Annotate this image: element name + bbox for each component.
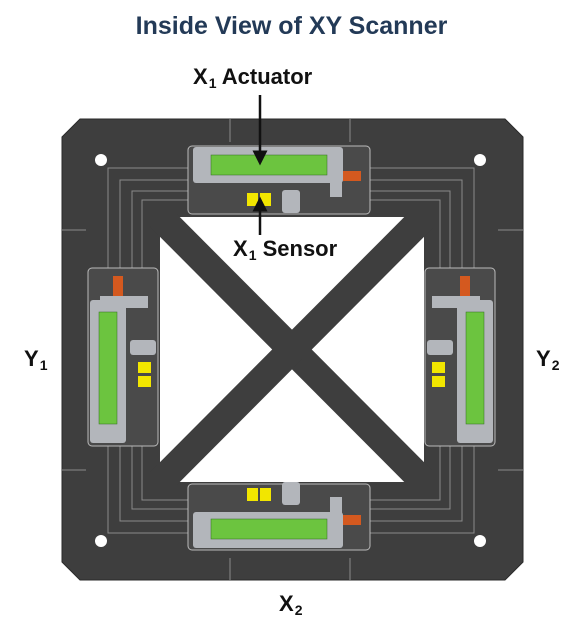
y2-sensor-head bbox=[427, 340, 453, 355]
mount-hole-top-right bbox=[474, 154, 486, 166]
y1-actuator-coil bbox=[113, 276, 123, 296]
y1-sensor-yellow-a bbox=[138, 362, 151, 373]
x1-sensor-yellow-a bbox=[247, 193, 258, 206]
x2-actuator-assembly bbox=[187, 482, 371, 551]
diagram-title: Inside View of XY Scanner bbox=[135, 12, 448, 40]
y1-actuator-piezo bbox=[98, 311, 118, 425]
x2-actuator-piezo bbox=[210, 518, 328, 540]
mount-hole-bottom-right bbox=[474, 535, 486, 547]
x1-actuator-coil bbox=[343, 171, 361, 181]
x1-sensor-head bbox=[282, 190, 300, 213]
x1-actuator-piezo bbox=[210, 154, 328, 176]
y2-label: Y2 bbox=[536, 346, 560, 373]
y1-sensor-yellow-b bbox=[138, 376, 151, 387]
y2-actuator-piezo bbox=[465, 311, 485, 425]
x2-sensor-yellow-b bbox=[260, 488, 271, 501]
x2-label: X2 bbox=[279, 591, 303, 618]
y2-sensor-yellow-a bbox=[432, 362, 445, 373]
x1-sensor-label: X1 Sensor bbox=[233, 236, 338, 263]
x-cross-flexure bbox=[150, 207, 434, 492]
x1-actuator-label: X1 Actuator bbox=[193, 64, 313, 91]
y2-actuator-coil bbox=[460, 276, 470, 296]
y1-label: Y1 bbox=[24, 346, 48, 373]
x2-sensor-head bbox=[282, 482, 300, 505]
x2-actuator-coil bbox=[343, 515, 361, 525]
y2-actuator-assembly bbox=[424, 267, 496, 447]
y1-sensor-head bbox=[130, 340, 156, 355]
x1-actuator-assembly bbox=[187, 145, 371, 215]
y1-actuator-assembly bbox=[87, 267, 159, 447]
x2-sensor-yellow-a bbox=[247, 488, 258, 501]
mount-hole-top-left bbox=[95, 154, 107, 166]
mount-hole-bottom-left bbox=[95, 535, 107, 547]
x1-sensor-yellow-b bbox=[260, 193, 271, 206]
y2-sensor-yellow-b bbox=[432, 376, 445, 387]
